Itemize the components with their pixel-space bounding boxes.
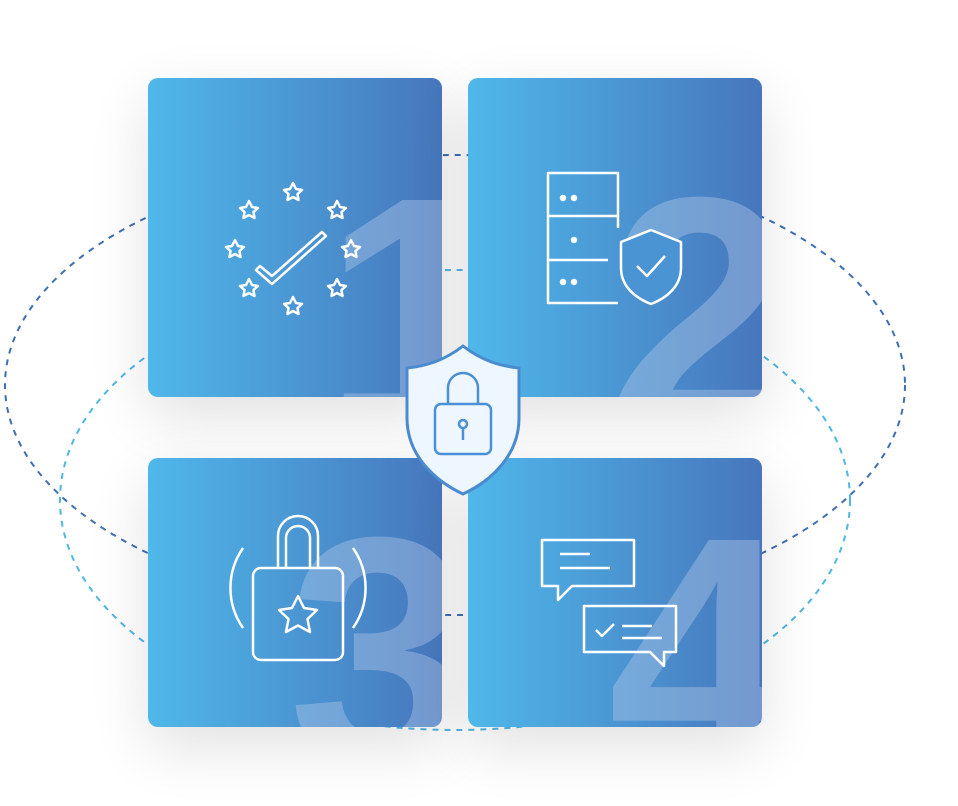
tile-4: 4 <box>468 458 762 727</box>
dark-dashed-ring <box>4 154 906 616</box>
tile-2: 2 <box>468 78 762 397</box>
shield-padlock-icon <box>405 344 521 496</box>
padlock-star-icon <box>229 514 367 662</box>
chat-bubbles-check-icon <box>540 538 678 668</box>
tile-3: 3 <box>148 458 442 727</box>
tile-number: 3 <box>288 468 442 728</box>
eu-stars-checkmark-icon <box>224 181 362 316</box>
tile-1: 1 <box>148 78 442 397</box>
light-dashed-ring <box>59 269 851 731</box>
server-shield-icon <box>546 171 683 306</box>
tile-number: 1 <box>323 128 442 398</box>
